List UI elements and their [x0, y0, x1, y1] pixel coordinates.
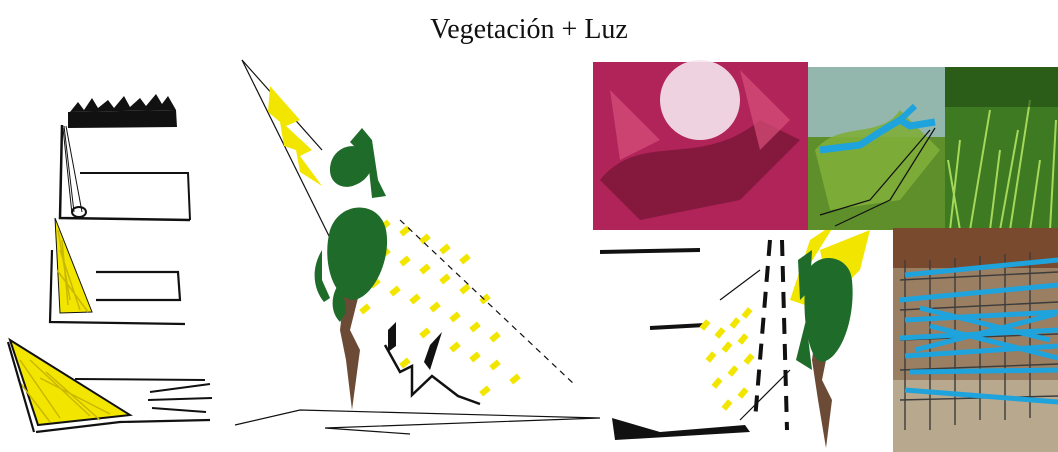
- sketch-frame-3: [6, 337, 213, 434]
- sketch-frame-2: [48, 217, 186, 326]
- photo-green-leaves: [808, 67, 945, 230]
- photo-collage: [593, 60, 1058, 452]
- leaf-icon: [330, 146, 373, 187]
- page-title: Vegetación + Luz: [430, 14, 628, 45]
- photo-grass: [945, 67, 1058, 231]
- photo-magenta-foliage: [593, 60, 808, 230]
- photo-cage-room: [893, 228, 1058, 452]
- plant-light-center: [234, 59, 601, 435]
- scribble-block-icon: [68, 94, 177, 128]
- sketch-column-left: [6, 94, 213, 434]
- sketch-frame-1: [58, 124, 191, 222]
